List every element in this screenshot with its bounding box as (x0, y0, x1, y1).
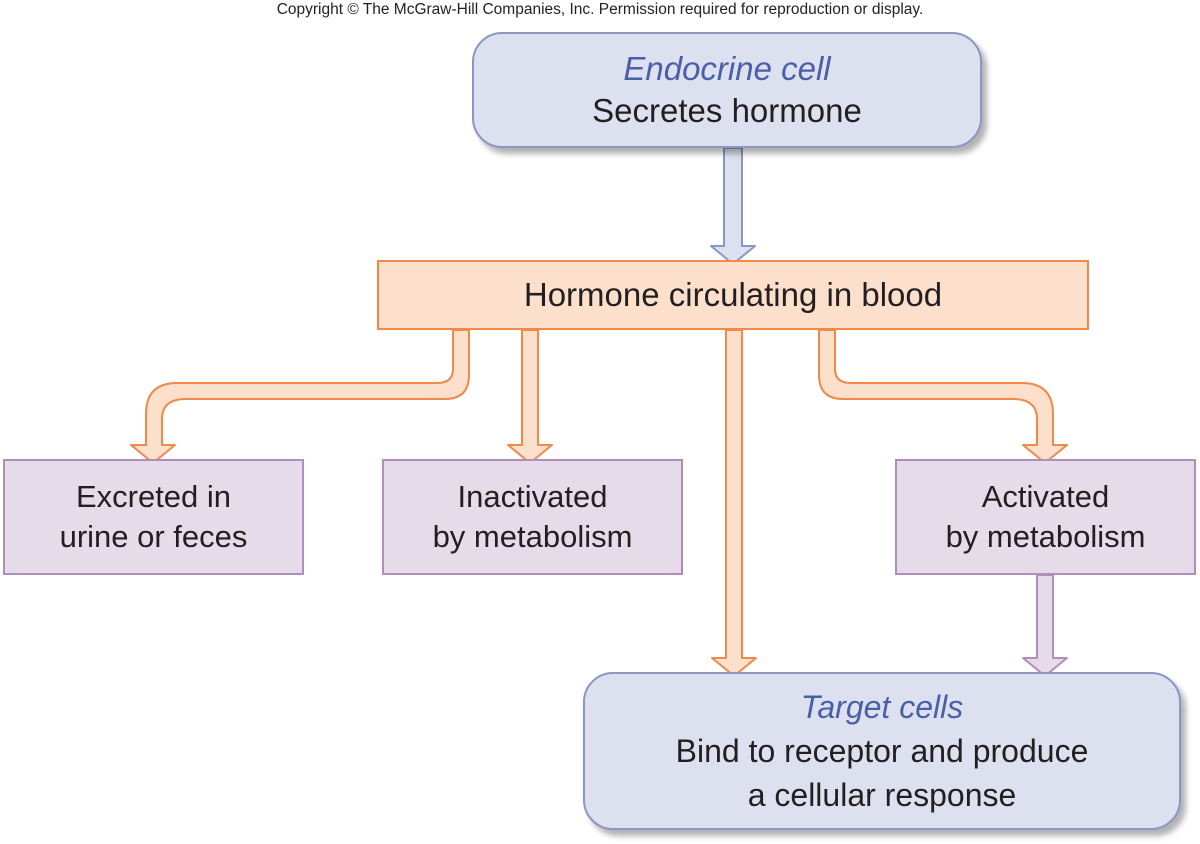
activated-box: Activated by metabolism (895, 459, 1196, 575)
inactivated-line-2: by metabolism (432, 519, 633, 554)
activated-line-1: Activated (981, 479, 1110, 514)
target-cells-title: Target cells (800, 689, 964, 725)
arrow-blood-to-activated (818, 329, 1068, 464)
excreted-line-2: urine or feces (59, 519, 248, 554)
arrow-blood-to-excreted (130, 329, 470, 464)
inactivated-box: Inactivated by metabolism (382, 459, 683, 575)
arrow-blood-to-inactivated (507, 329, 553, 464)
copyright-notice: Copyright © The McGraw-Hill Companies, I… (276, 1, 924, 18)
blood-circulation-label: Hormone circulating in blood (523, 276, 943, 313)
endocrine-cell-title: Endocrine cell (623, 50, 831, 87)
target-cells-box: Target cells Bind to receptor and produc… (583, 672, 1181, 830)
excreted-box: Excreted in urine or feces (3, 459, 304, 575)
inactivated-line-1: Inactivated (457, 479, 608, 514)
endocrine-cell-box: Endocrine cell Secretes hormone (472, 32, 982, 148)
target-cells-line-1: Bind to receptor and produce (675, 733, 1089, 769)
blood-circulation-box: Hormone circulating in blood (377, 260, 1089, 330)
arrow-blood-to-target (711, 329, 757, 677)
arrow-activated-to-target (1022, 574, 1068, 677)
activated-line-2: by metabolism (945, 519, 1146, 554)
excreted-line-1: Excreted in (75, 479, 232, 514)
arrow-secrete-to-blood (710, 147, 756, 265)
endocrine-cell-subtitle: Secretes hormone (592, 92, 862, 129)
target-cells-line-2: a cellular response (747, 777, 1017, 813)
